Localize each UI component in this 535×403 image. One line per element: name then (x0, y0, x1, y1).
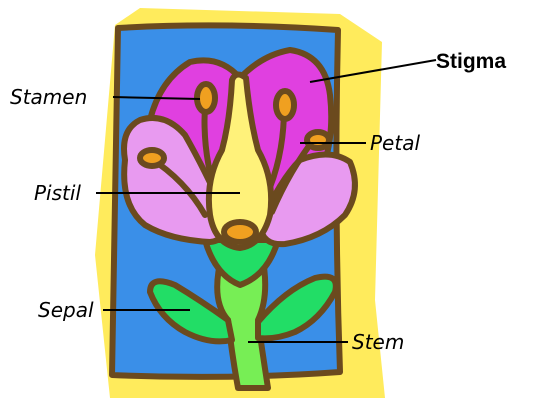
label-pistil: Pistil (34, 181, 81, 205)
label-petal: Petal (370, 131, 420, 155)
pistil-base (224, 222, 256, 242)
label-stem: Stem (352, 330, 404, 354)
label-sepal: Sepal (38, 298, 94, 322)
label-stamen: Stamen (10, 85, 87, 109)
label-stigma: Stigma (436, 50, 506, 73)
